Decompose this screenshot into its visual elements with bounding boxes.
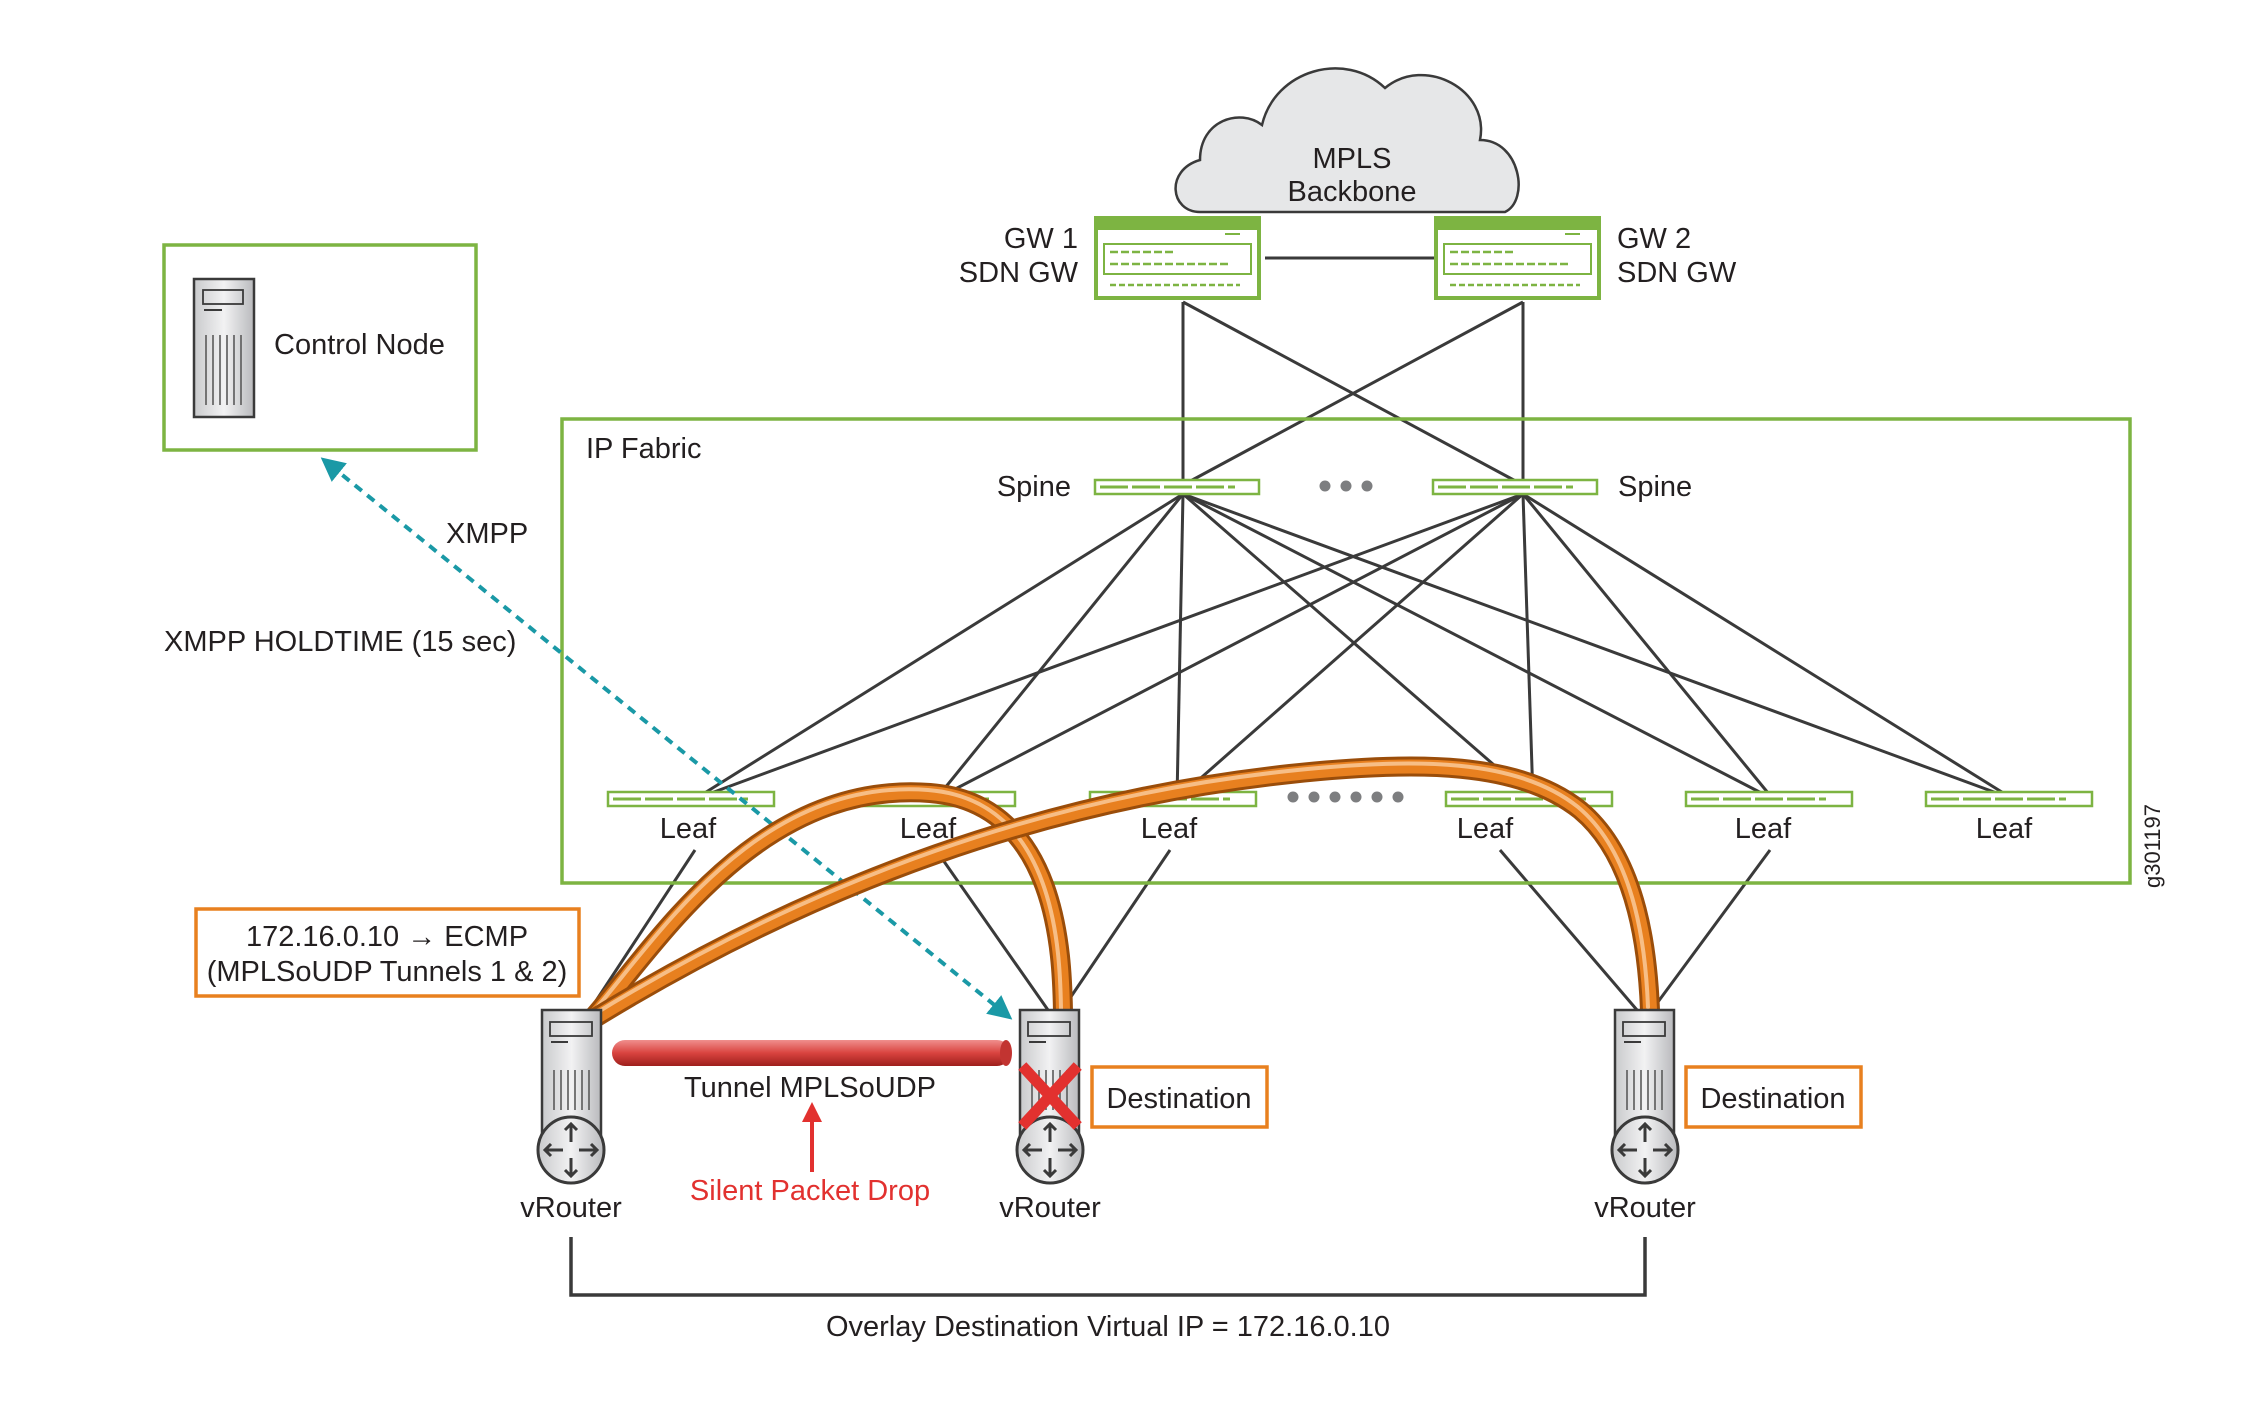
xmpp-connection	[320, 457, 1013, 1020]
ecmp-line1: 172.16.0.10 → ECMP	[246, 921, 528, 953]
ecmp-line2: (MPLSoUDP Tunnels 1 & 2)	[207, 956, 568, 988]
destination-label-2: Destination	[1700, 1083, 1845, 1115]
leaf-label-3: Leaf	[1141, 813, 1198, 845]
control-node-server-icon	[192, 277, 256, 419]
spine-ellipsis	[1319, 480, 1373, 492]
gw1-role: SDN GW	[959, 257, 1079, 289]
destination-box-2	[1684, 1065, 1863, 1129]
gateway-2	[1434, 216, 1601, 300]
failure-x-icon	[1018, 1062, 1082, 1130]
xmpp-holdtime-label: XMPP HOLDTIME (15 sec)	[164, 626, 516, 658]
fabric-links	[588, 300, 2014, 1012]
silent-drop-label: Silent Packet Drop	[690, 1175, 930, 1207]
gw2-name: GW 2	[1617, 223, 1691, 255]
overlay-bracket	[569, 1237, 1647, 1297]
spine-switch-1	[1093, 478, 1261, 496]
gw1-name: GW 1	[1004, 223, 1078, 255]
mplsoudp-tunnel-1	[585, 782, 1073, 1025]
overlay-vip-label: Overlay Destination Virtual IP = 172.16.…	[826, 1311, 1390, 1343]
cloud-title-line2: Backbone	[1288, 176, 1417, 208]
leaf-label-6: Leaf	[1976, 813, 2033, 845]
spine-label-2: Spine	[1618, 471, 1692, 503]
gateway-1	[1094, 216, 1261, 300]
broken-tunnel	[612, 1040, 1012, 1066]
xmpp-label: XMPP	[446, 518, 528, 550]
vrouter-label-1: vRouter	[520, 1192, 622, 1224]
leaf-ellipsis	[1287, 791, 1404, 803]
control-node-label: Control Node	[274, 329, 445, 361]
vrouter-label-2: vRouter	[999, 1192, 1101, 1224]
vrouter-server-3	[1613, 1008, 1676, 1144]
leaf-label-5: Leaf	[1735, 813, 1792, 845]
spine-switch-2	[1431, 478, 1599, 496]
ip-fabric-label: IP Fabric	[586, 433, 702, 465]
leaf-switch-6	[1924, 790, 2094, 808]
ecmp-box	[194, 907, 581, 998]
cloud-title-line1: MPLS	[1313, 143, 1392, 175]
leaf-label-4: Leaf	[1457, 813, 1514, 845]
tunnel-label: Tunnel MPLSoUDP	[684, 1072, 936, 1104]
figure-id: g301197	[2140, 804, 2165, 888]
mplsoudp-tunnel-2	[585, 756, 1660, 1028]
leaf-switch-1	[606, 790, 776, 808]
spine-label-1: Spine	[997, 471, 1071, 503]
leaf-label-1: Leaf	[660, 813, 717, 845]
vrouter-label-3: vRouter	[1594, 1192, 1696, 1224]
leaf-switch-5	[1684, 790, 1854, 808]
gw2-role: SDN GW	[1617, 257, 1737, 289]
router-icon-1	[536, 1115, 606, 1185]
mpls-backbone-cloud: MPLS Backbone	[1174, 67, 1520, 214]
destination-label-1: Destination	[1106, 1083, 1251, 1115]
destination-box-1	[1090, 1065, 1269, 1129]
router-icon-2	[1015, 1115, 1085, 1185]
control-node-box	[162, 243, 478, 452]
router-icon-3	[1610, 1115, 1680, 1185]
